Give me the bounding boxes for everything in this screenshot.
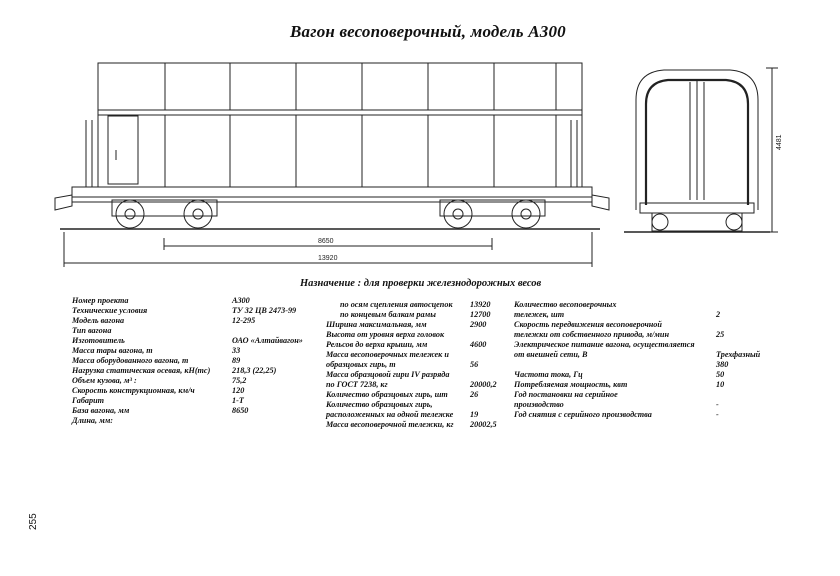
spec-label: Потребляемая мощность, квт — [514, 380, 628, 389]
purpose-line: Назначение : для проверки железнодорожны… — [300, 278, 542, 289]
spec-label: Масса весоповерочных тележек и — [326, 350, 449, 359]
spec-label: Номер проекта — [72, 296, 129, 305]
spec-label: База вагона, мм — [72, 406, 130, 415]
spec-label: Изготовитель — [72, 336, 125, 345]
spec-value: - — [716, 400, 719, 409]
spec-value: 33 — [232, 346, 241, 355]
spec-label: Количество весоповерочных — [514, 300, 617, 309]
spec-value: Трехфазный — [716, 350, 761, 359]
spec-value: ТУ 32 ЦВ 2473-99 — [232, 306, 297, 315]
length-dimension: 13920 — [318, 255, 338, 262]
spec-value: 20002,5 — [470, 420, 497, 429]
spec-label: тележки от собственного привода, м/мин — [514, 330, 669, 339]
spec-label: Нагрузка статическая осевая, кН(тс) — [72, 366, 211, 375]
page-title: Вагон весоповерочный, модель А300 — [290, 22, 566, 41]
railcar-side-view-drawing — [54, 62, 778, 267]
spec-value: 120 — [232, 386, 245, 395]
spec-value: 19 — [470, 410, 479, 419]
spec-value: 25 — [716, 330, 725, 339]
spec-value: А300 — [232, 296, 250, 305]
spec-label: Масса весоповерочной тележки, кг — [326, 420, 454, 429]
height-dimension: 4481 — [776, 134, 783, 150]
spec-label: Год снятия с серийного производства — [514, 410, 652, 419]
spec-value: 12700 — [470, 310, 491, 319]
spec-label: Габарит — [72, 396, 105, 405]
spec-value: 380 — [716, 360, 729, 369]
spec-label: Масса оборудованного вагона, т — [72, 356, 189, 365]
spec-label: по концевым балкам рамы — [340, 310, 436, 319]
spec-label: Масса тары вагона, т — [72, 346, 153, 355]
spec-value: 13920 — [470, 300, 491, 309]
spec-label: Год постановки на серийное — [514, 390, 618, 399]
spec-value: 1-Т — [232, 396, 244, 405]
bogie-base-dimension: 8650 — [318, 238, 334, 245]
spec-value: 75,2 — [232, 376, 247, 385]
spec-label: Масса образцовой гири IV разряда — [326, 370, 450, 379]
spec-label: Электрическое питание вагона, осуществля… — [514, 340, 695, 349]
spec-label: Высота от уровня верха головок — [326, 330, 445, 339]
spec-label: Тип вагона — [72, 326, 112, 335]
spec-label: Частота тока, Гц — [514, 370, 583, 379]
spec-value: 20000,2 — [470, 380, 497, 389]
spec-label: тележек, шт — [514, 310, 565, 319]
spec-label: Технические условия — [72, 306, 148, 315]
spec-label: расположенных на одной тележке — [326, 410, 454, 419]
spec-label: Длина, мм: — [72, 416, 114, 425]
spec-label: Скорость конструкционная, км/ч — [72, 386, 195, 395]
spec-value: ОАО «Алтайвагон» — [232, 336, 303, 345]
spec-value: 2900 — [470, 320, 487, 329]
spec-value: 2 — [716, 310, 721, 319]
spec-value: 218,3 (22,25) — [232, 366, 277, 375]
spec-label: Объем кузова, м³ : — [72, 376, 137, 385]
spec-value: 26 — [470, 390, 479, 399]
spec-value: 56 — [470, 360, 479, 369]
spec-value: - — [716, 410, 719, 419]
spec-value: 8650 — [232, 406, 249, 415]
spec-label: Количество образцовых гирь, — [326, 400, 433, 409]
spec-label: Ширина максимальная, мм — [326, 320, 427, 329]
spec-value: 50 — [716, 370, 725, 379]
spec-value: 4600 — [470, 340, 487, 349]
spec-label: Количество образцовых гирь, шт — [326, 390, 448, 399]
spec-label: Скорость передвижения весоповерочной — [514, 320, 662, 329]
spec-value: 12-295 — [232, 316, 256, 325]
spec-label: Рельсов до верха крыши, мм — [326, 340, 428, 349]
spec-label: от внешней сети, В — [514, 350, 588, 359]
spec-value: 89 — [232, 356, 241, 365]
spec-label: по ГОСТ 7238, кг — [326, 380, 388, 389]
spec-label: по осям сцепления автосцепок — [340, 300, 453, 309]
spec-value: 10 — [716, 380, 725, 389]
spec-label: Модель вагона — [72, 316, 125, 325]
spec-label: производство — [514, 400, 564, 409]
spec-label: образцовых гирь, т — [326, 360, 396, 369]
page-number: 255 — [28, 513, 39, 530]
